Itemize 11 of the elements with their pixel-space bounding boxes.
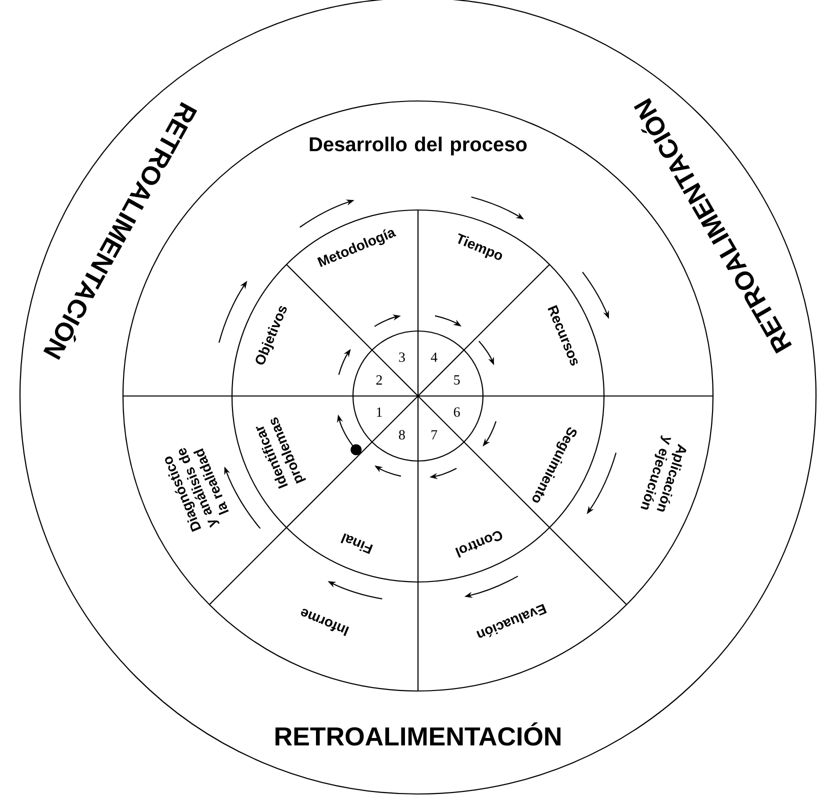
sector-number: 4 (430, 352, 438, 362)
sector-number: 5 (454, 375, 460, 385)
sector-number: 1 (376, 407, 382, 417)
ring-label: RETROALIMENTACIÓN (276, 722, 560, 746)
sector-number: 2 (376, 375, 382, 385)
sector-number: 7 (432, 430, 438, 440)
sector-number: 8 (398, 430, 405, 440)
segment-label: Final (340, 533, 373, 554)
sector-number: 6 (454, 407, 460, 417)
sector-number: 3 (399, 352, 405, 362)
segment-label: Desarrollo del proceso (310, 136, 527, 156)
